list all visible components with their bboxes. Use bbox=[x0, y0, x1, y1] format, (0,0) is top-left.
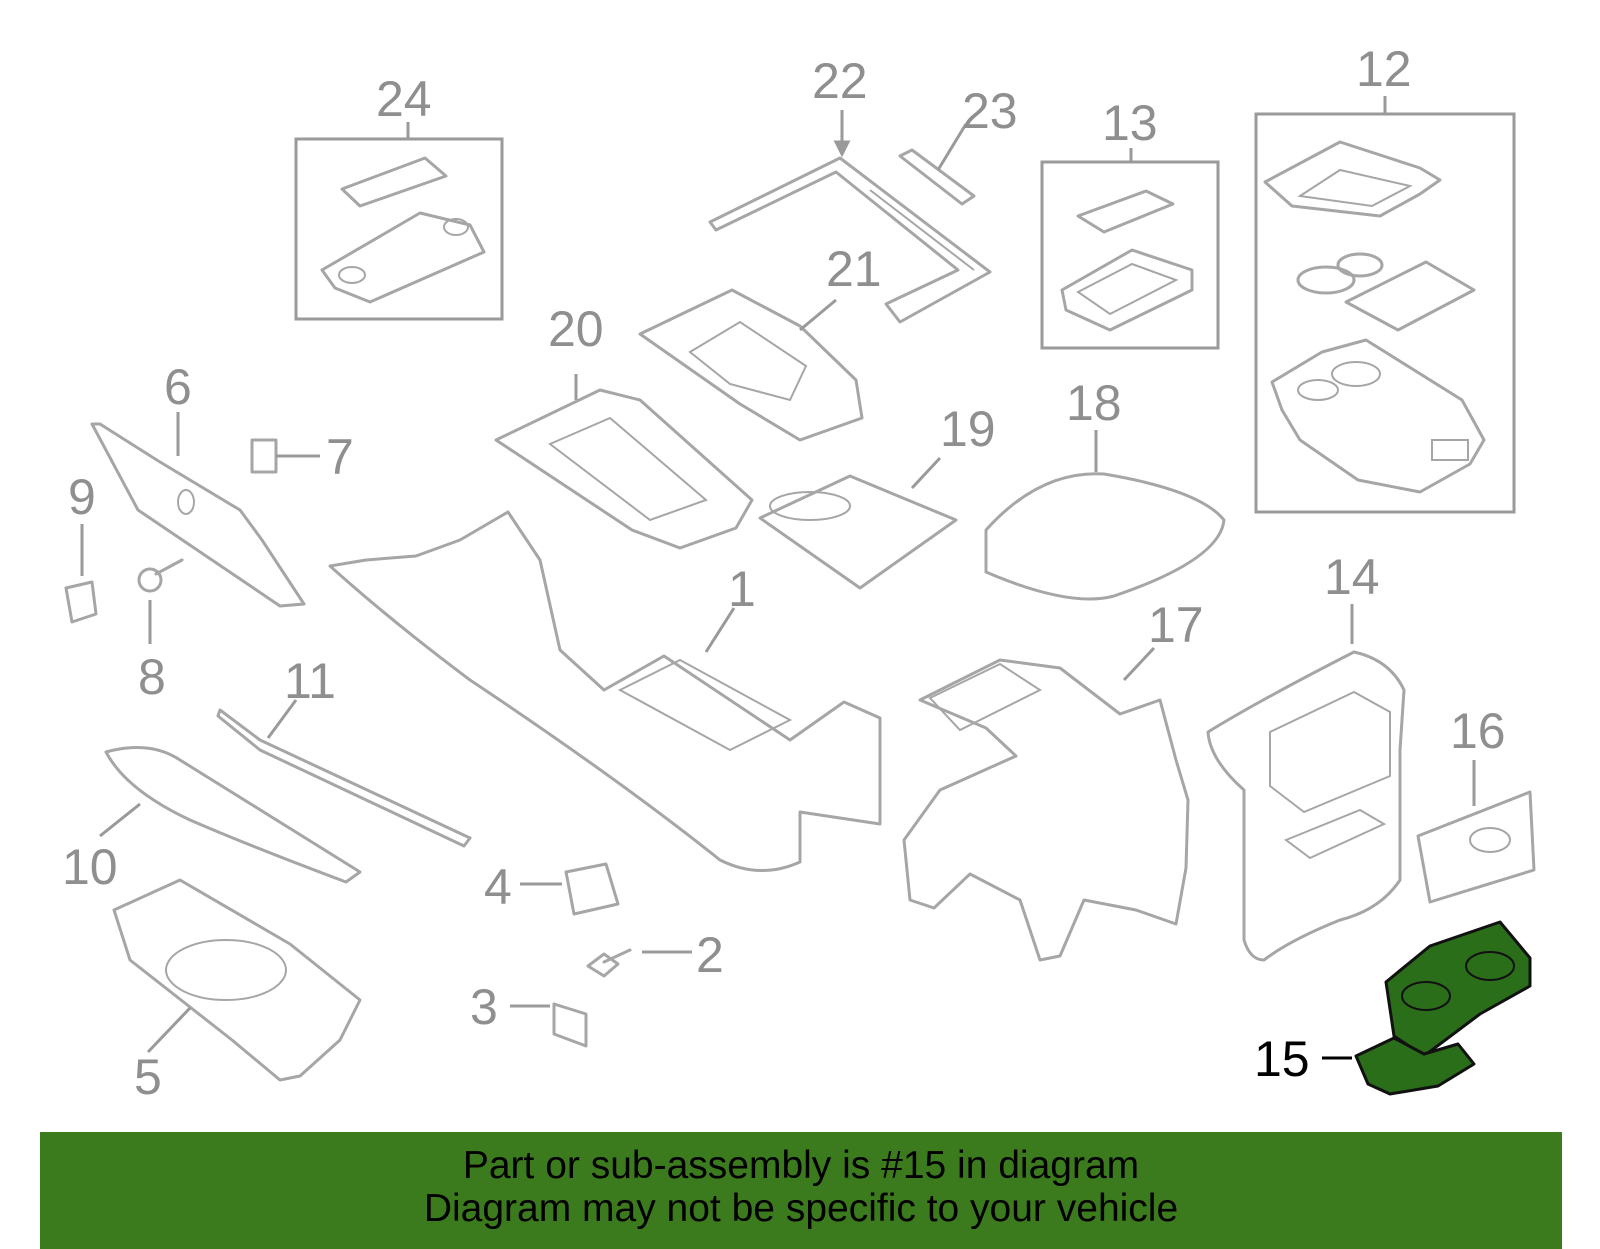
callout-21: 21 bbox=[826, 241, 882, 297]
part-15-cup-holder bbox=[1322, 920, 1532, 1096]
part-12-box bbox=[1254, 96, 1516, 514]
info-banner: Part or sub-assembly is #15 in diagram D… bbox=[40, 1132, 1562, 1249]
callout-22: 22 bbox=[812, 53, 868, 109]
part-19-lid-frame bbox=[758, 456, 958, 590]
callout-14: 14 bbox=[1324, 549, 1380, 605]
part-2-bolt bbox=[586, 948, 692, 978]
banner-line-2: Diagram may not be specific to your vehi… bbox=[423, 1187, 1179, 1230]
part-16-vent-panel bbox=[1416, 760, 1536, 904]
part-5-base bbox=[112, 878, 362, 1082]
part-4-grille bbox=[520, 862, 620, 916]
part-7-clip bbox=[250, 438, 320, 474]
part-14-rear-panel bbox=[1206, 604, 1406, 962]
banner-line-1: Part or sub-assembly is #15 in diagram bbox=[462, 1144, 1140, 1187]
callout-17: 17 bbox=[1148, 597, 1204, 653]
callout-2: 2 bbox=[696, 927, 724, 983]
part-22-trim bbox=[708, 110, 992, 324]
callout-23: 23 bbox=[962, 83, 1018, 139]
callout-3: 3 bbox=[470, 979, 498, 1035]
callout-labels: 1 2 3 4 5 6 7 8 9 10 11 12 13 14 15 16 1… bbox=[62, 41, 1506, 1105]
part-8-screw bbox=[137, 558, 184, 644]
part-23-strip bbox=[898, 123, 976, 206]
part-17-bracket bbox=[902, 646, 1190, 962]
callout-16: 16 bbox=[1450, 703, 1506, 759]
part-21-bezel bbox=[638, 288, 864, 442]
part-11-strip bbox=[216, 699, 472, 848]
callout-10: 10 bbox=[62, 839, 118, 895]
callout-11: 11 bbox=[284, 653, 336, 709]
part-13-box bbox=[1040, 148, 1220, 350]
callout-12: 12 bbox=[1356, 41, 1412, 97]
callout-20: 20 bbox=[548, 301, 604, 357]
callout-5: 5 bbox=[134, 1049, 162, 1105]
part-10-trim bbox=[99, 746, 362, 884]
part-6-side-panel bbox=[90, 412, 306, 608]
callout-8: 8 bbox=[138, 649, 166, 705]
callout-19: 19 bbox=[940, 401, 996, 457]
part-24-box bbox=[294, 122, 504, 321]
part-18-armrest bbox=[984, 430, 1226, 601]
callout-1: 1 bbox=[728, 561, 756, 617]
callout-15: 15 bbox=[1254, 1031, 1310, 1087]
callout-4: 4 bbox=[484, 859, 512, 915]
callout-9: 9 bbox=[68, 469, 96, 525]
callout-6: 6 bbox=[164, 359, 192, 415]
callout-7: 7 bbox=[326, 429, 354, 485]
callout-24: 24 bbox=[376, 71, 432, 127]
callout-18: 18 bbox=[1066, 375, 1122, 431]
callout-13: 13 bbox=[1102, 95, 1158, 151]
part-3-plate bbox=[510, 1002, 588, 1048]
part-20-frame bbox=[494, 374, 754, 550]
part-1-console bbox=[328, 510, 882, 872]
part-9-cap bbox=[64, 524, 98, 624]
